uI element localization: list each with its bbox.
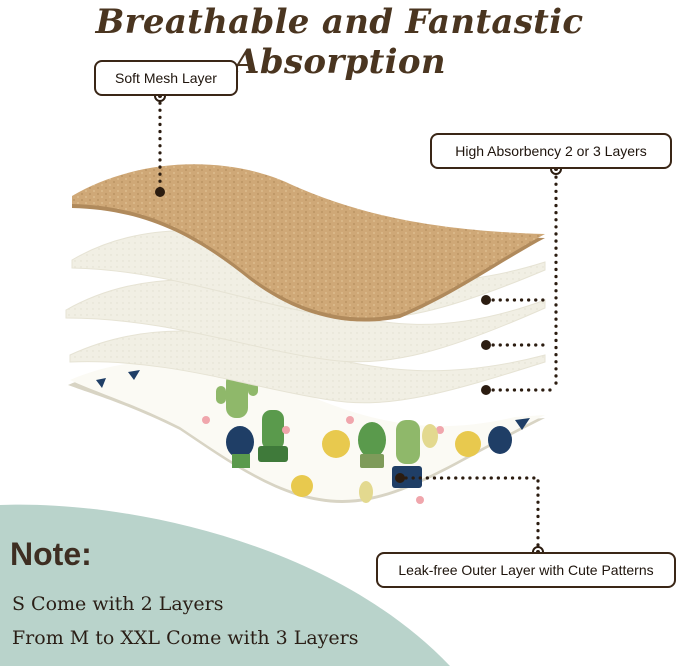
soft-mesh-layer-callout: Soft Mesh Layer (94, 60, 238, 96)
high-absorbency-callout: High Absorbency 2 or 3 Layers (430, 133, 672, 169)
sun-icon (291, 430, 481, 497)
cactus-icon (488, 426, 512, 454)
mesh-layer (72, 164, 545, 322)
leak-free-outer-layer-callout: Leak-free Outer Layer with Cute Patterns (376, 552, 676, 588)
cactus-icon (258, 410, 288, 462)
pattern-dots (96, 370, 530, 430)
note-line-small: S Come with 2 Layers (12, 593, 224, 615)
cactus-icon (358, 422, 386, 468)
page-title: Breathable and Fantastic Absorption (95, 2, 584, 82)
leader-lines (158, 94, 558, 554)
leaf-icon (359, 424, 438, 503)
note-line-large: From M to XXL Come with 3 Layers (12, 627, 359, 649)
heart-icon (202, 416, 444, 504)
note-panel (0, 504, 450, 666)
cactus-icon (226, 426, 254, 468)
note-heading: Note: (10, 536, 92, 572)
leader-endpoints (155, 187, 491, 483)
